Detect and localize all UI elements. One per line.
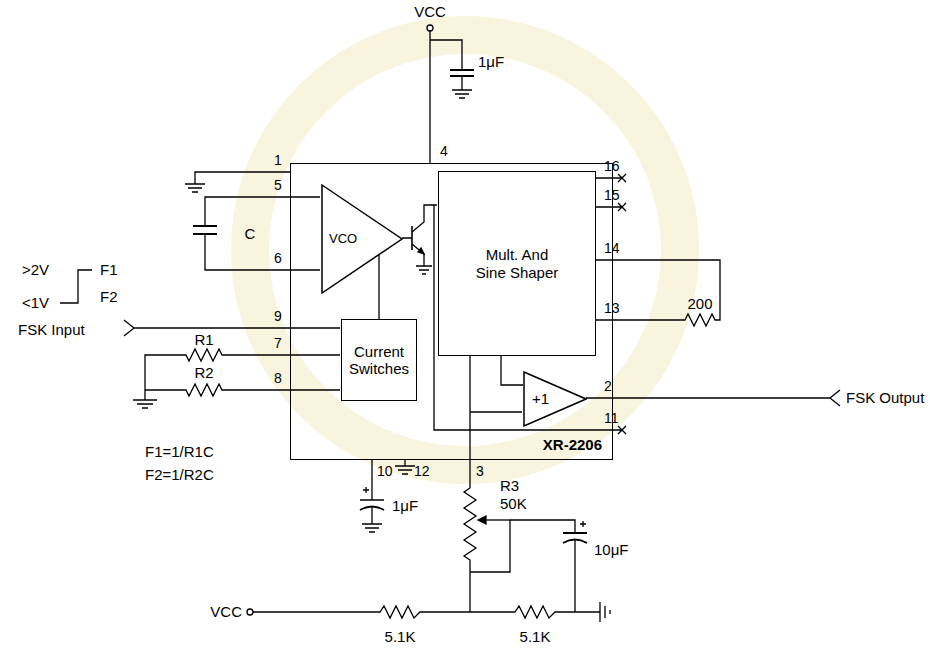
watermark: [250, 35, 680, 465]
timing-capacitor: [193, 226, 217, 234]
r1-r2-resistors: [133, 349, 340, 408]
pin-number: 2: [604, 379, 612, 394]
r3-potentiometer: [575, 521, 586, 612]
fsk-input-wire: [60, 270, 340, 336]
vcc-top-wire: [427, 25, 433, 31]
block-label: XR-2206: [543, 436, 602, 453]
triangle-outline: [322, 185, 402, 293]
timing-capacitor: [193, 197, 320, 270]
pin-number: 7: [274, 336, 282, 351]
bottom-divider: [247, 609, 253, 615]
r3-potentiometer: [464, 488, 476, 612]
bottom-divider: [253, 606, 600, 618]
circuit-label: 5.1K: [385, 629, 416, 646]
circuit-label: C: [245, 226, 256, 243]
fsk-input-wire: [60, 270, 92, 303]
circuit-label: R3: [500, 478, 519, 495]
circuit-label: F1=1/R1C: [145, 444, 214, 461]
fsk-output-wire: [586, 390, 840, 406]
pin-number: 6: [274, 251, 282, 266]
circuit-label: 50K: [500, 496, 527, 513]
pin-number: 3: [476, 464, 484, 479]
circuit-label: R1: [194, 332, 213, 349]
pin-number: 8: [274, 371, 282, 386]
triangle-outline: [524, 372, 586, 426]
buffer-amplifier: +1: [523, 371, 587, 427]
pin3-wire: [470, 355, 522, 488]
circuit-label: 1μF: [392, 498, 418, 515]
block-label: Mult. And Sine Shaper: [475, 246, 559, 281]
pin-number: 13: [604, 301, 620, 316]
vcc-top-wire: [450, 70, 474, 76]
ic-package: XR-2206 Mult. And Sine Shaper VCO Current S…: [290, 163, 613, 460]
circuit-label: <1V: [22, 295, 49, 312]
signal-wire: [501, 356, 523, 385]
signal-wire: [378, 255, 379, 319]
pin-number: 14: [604, 241, 620, 256]
r3-potentiometer: [464, 488, 587, 612]
pin14-13-resistor: [595, 260, 720, 326]
circuit-label: VCC: [210, 604, 242, 621]
circuit-label: >2V: [22, 262, 49, 279]
pin-number: 12: [414, 464, 430, 479]
pin-number: 15: [604, 188, 620, 203]
r1-r2-resistors: [145, 349, 340, 400]
circuit-label: FSK Output: [846, 390, 924, 407]
vcc-top-wire: [427, 25, 474, 163]
pin3-wire: [470, 355, 522, 488]
transistor: [412, 205, 437, 266]
vcc-top-wire: [430, 31, 462, 163]
pin14-13-resistor: [595, 260, 720, 326]
block-label: Current Switches: [347, 343, 411, 378]
pin-number: 16: [604, 159, 620, 174]
pin-number: 4: [440, 144, 448, 159]
circuit-label: F2: [100, 289, 118, 306]
circuit-label: 10μF: [594, 542, 629, 559]
transistor: [402, 226, 412, 250]
circuit-label: F1: [100, 262, 118, 279]
multiplier-shaper-box: Mult. And Sine Shaper: [438, 171, 596, 356]
current-switch-box: Current Switches: [341, 319, 417, 401]
pin-number: 9: [274, 309, 282, 324]
pin12-ground: [395, 460, 415, 474]
r3-potentiometer: [478, 516, 486, 524]
r1-r2-resistors: [145, 384, 340, 396]
vcc-top-wire: [452, 76, 472, 98]
r1-r2-resistors: [133, 400, 157, 408]
circuit-label: 200: [687, 296, 712, 313]
pin-number: 5: [274, 178, 282, 193]
pin16-15-nc: [595, 174, 626, 211]
block-label: VCO: [329, 232, 357, 247]
vco-triangle: VCO: [321, 184, 403, 294]
pin-number: 1: [274, 153, 282, 168]
circuit-label: 1μF: [478, 54, 504, 71]
watermark: [250, 35, 680, 465]
pin-number: 11: [604, 411, 619, 426]
fsk-input-wire: [124, 320, 340, 336]
circuit-label: 5.1K: [520, 629, 551, 646]
pin-number: 10: [377, 464, 393, 479]
block-label: +1: [532, 390, 549, 407]
pin12-ground: [395, 460, 415, 474]
transistor: [416, 266, 432, 274]
transistor: [402, 205, 437, 274]
pin16-15-nc: [595, 203, 626, 211]
pin10-capacitor: [362, 507, 382, 532]
timing-capacitor: [205, 197, 320, 270]
circuit-label: FSK Input: [18, 322, 85, 339]
pin16-15-nc: [595, 174, 626, 182]
circuit-label: R2: [194, 365, 213, 382]
r3-potentiometer: [470, 520, 575, 572]
bottom-divider: [600, 602, 610, 622]
circuit-label: VCC: [414, 4, 446, 21]
circuit-label: F2=1/R2C: [145, 467, 214, 484]
bottom-divider: [247, 602, 610, 622]
fsk-output-wire: [586, 390, 840, 406]
r3-potentiometer: [563, 532, 587, 534]
pin10-capacitor: [363, 487, 369, 493]
transistor: [418, 248, 424, 254]
